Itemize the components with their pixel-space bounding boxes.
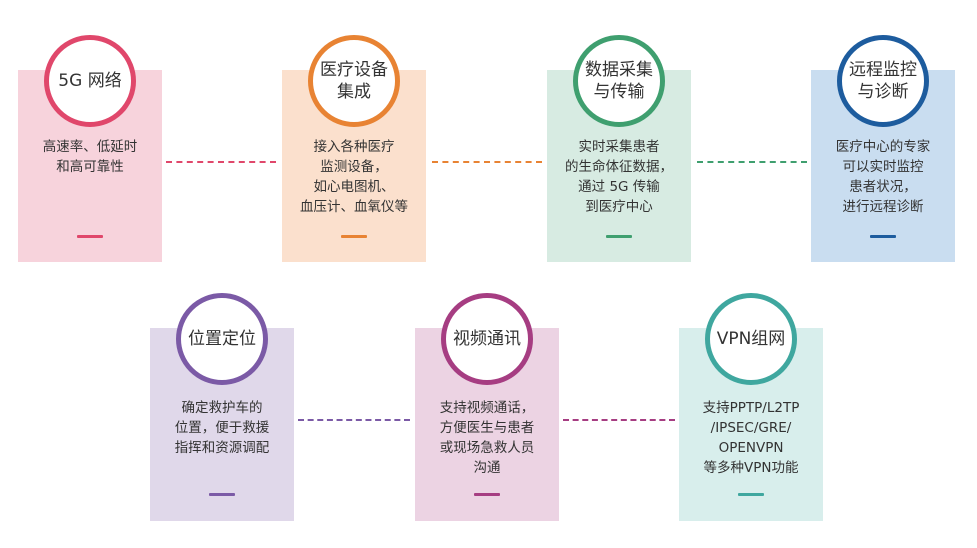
card-description: 确定救护车的 位置，便于救援 指挥和资源调配	[174, 400, 270, 456]
card-title: 医疗设备 集成	[320, 60, 388, 102]
card-remote-monitoring: 远程监控 与诊断 医疗中心的专家 可以实时监控 患者状况， 进行远程诊断	[811, 35, 955, 262]
connector-dashed	[432, 161, 542, 163]
card-data-collection: 数据采集 与传输 实时采集患者 的生命体征数据， 通过 5G 传输 到医疗中心	[547, 35, 691, 262]
accent-bar	[606, 235, 632, 238]
card-title: VPN组网	[716, 329, 786, 349]
connector-dashed	[298, 419, 410, 421]
accent-bar	[474, 493, 500, 496]
card-title-circle: 视频通讯	[441, 293, 533, 385]
card-title: 数据采集 与传输	[585, 60, 653, 102]
card-5g-network: 5G 网络 高速率、低延时 和高可靠性	[18, 35, 162, 262]
card-title-circle: 数据采集 与传输	[573, 35, 665, 127]
card-description: 接入各种医疗 监测设备， 如心电图机、 血压计、血氧仪等	[300, 139, 408, 215]
card-vpn-networking: VPN组网 支持PPTP/L2TP /IPSEC/GRE/ OPENVPN 等多…	[679, 293, 823, 521]
card-title: 远程监控 与诊断	[849, 60, 917, 102]
accent-bar	[738, 493, 764, 496]
accent-bar	[870, 235, 896, 238]
card-title-circle: VPN组网	[705, 293, 797, 385]
connector-dashed	[166, 161, 276, 163]
connector-dashed	[697, 161, 807, 163]
card-title-circle: 位置定位	[176, 293, 268, 385]
accent-bar	[209, 493, 235, 496]
card-description: 实时采集患者 的生命体征数据， 通过 5G 传输 到医疗中心	[565, 139, 673, 215]
connector-dashed	[563, 419, 675, 421]
card-title: 视频通讯	[453, 329, 521, 349]
accent-bar	[77, 235, 103, 238]
card-title-circle: 远程监控 与诊断	[837, 35, 929, 127]
card-description: 医疗中心的专家 可以实时监控 患者状况， 进行远程诊断	[835, 139, 931, 215]
card-description: 支持PPTP/L2TP /IPSEC/GRE/ OPENVPN 等多种VPN功能	[702, 400, 800, 476]
card-description: 高速率、低延时 和高可靠性	[42, 139, 138, 175]
card-title-circle: 5G 网络	[44, 35, 136, 127]
card-video-communication: 视频通讯 支持视频通话， 方便医生与患者 或现场急救人员 沟通	[415, 293, 559, 521]
card-medical-device-integration: 医疗设备 集成 接入各种医疗 监测设备， 如心电图机、 血压计、血氧仪等	[282, 35, 426, 262]
accent-bar	[341, 235, 367, 238]
card-positioning: 位置定位 确定救护车的 位置，便于救援 指挥和资源调配	[150, 293, 294, 521]
card-title-circle: 医疗设备 集成	[308, 35, 400, 127]
card-title: 5G 网络	[58, 71, 122, 91]
card-title: 位置定位	[188, 329, 256, 349]
card-description: 支持视频通话， 方便医生与患者 或现场急救人员 沟通	[439, 400, 535, 476]
